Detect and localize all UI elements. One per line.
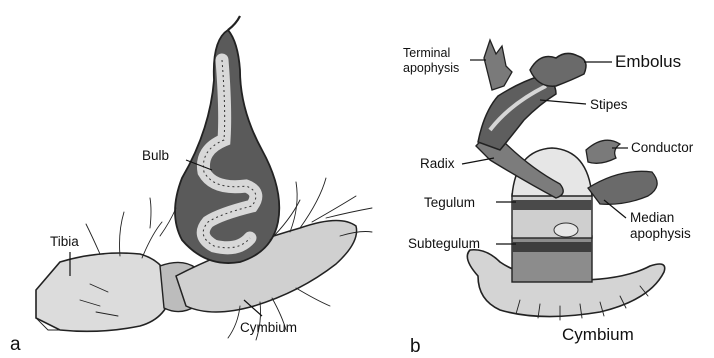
tibia-label: Tibia: [50, 234, 79, 249]
panel-letter-a: a: [10, 334, 21, 355]
radix-label: Radix: [420, 156, 455, 171]
stipes-leader: [540, 100, 586, 104]
terminal-apophysis-shape: [484, 40, 512, 90]
terminal-apophysis-label-2: apophysis: [403, 61, 459, 75]
tegulum-band: [512, 200, 592, 210]
terminal-apophysis-label-1: Terminal: [403, 46, 450, 60]
subtegulum-band: [512, 242, 592, 252]
tegulum-spot: [554, 223, 578, 237]
conductor-label: Conductor: [631, 140, 694, 155]
median-apophysis-label-1: Median: [630, 210, 674, 225]
panel-b: Terminal apophysis Embolus Stipes Conduc…: [403, 40, 694, 357]
tibia-segment: [36, 253, 172, 331]
cymbium-a-label: Cymbium: [240, 320, 297, 335]
conductor-shape: [586, 140, 620, 163]
panel-letter-b: b: [410, 336, 421, 357]
bulb-label: Bulb: [142, 148, 169, 163]
subtegulum-label: Subtegulum: [408, 236, 480, 251]
stipes-label: Stipes: [590, 97, 628, 112]
median-apophysis-label-2: apophysis: [630, 226, 691, 241]
tegulum-label: Tegulum: [424, 195, 475, 210]
median-apophysis-shape: [588, 171, 657, 204]
bulb-tip: [228, 16, 240, 30]
panel-a: Bulb Tibia Cymbium a: [10, 16, 372, 355]
embolus-shape: [530, 53, 586, 86]
radix-leader: [462, 158, 494, 164]
cymbium-b-label: Cymbium: [562, 325, 634, 344]
embolus-label: Embolus: [615, 52, 681, 71]
